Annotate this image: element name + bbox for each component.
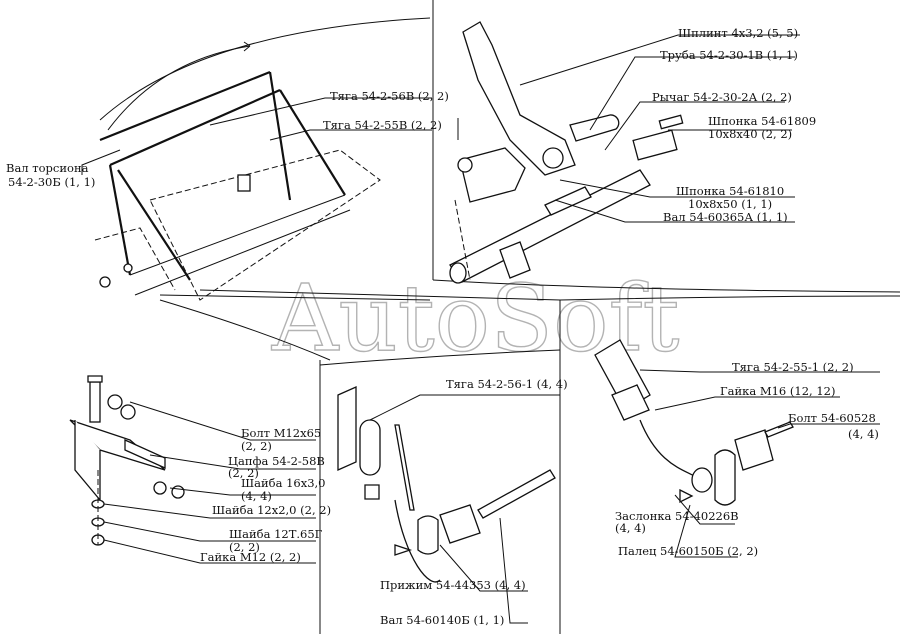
label-tyaga-56v: Тяга 54-2-56В (2, 2) — [330, 89, 449, 103]
label-val-140: Вал 54-60140Б (1, 1) — [380, 613, 504, 627]
label-tsapfa-qty: (2, 2) — [228, 466, 259, 480]
label-zaslonka-qty: (4, 4) — [615, 521, 646, 535]
label-shaiba-16-qty: (4, 4) — [241, 489, 272, 503]
label-val-365: Вал 54-60365А (1, 1) — [663, 210, 788, 224]
damper-assembly — [594, 339, 794, 506]
label-tyaga-55-1: Тяга 54-2-55-1 (2, 2) — [732, 360, 854, 374]
label-shponka-810-name: Шпонка 54-61810 — [676, 184, 784, 198]
label-truba: Труба 54-2-30-1В (1, 1) — [660, 48, 798, 62]
label-tyaga-55v: Тяга 54-2-55В (2, 2) — [323, 118, 442, 132]
label-prizhim: Прижим 54-44353 (4, 4) — [380, 578, 526, 592]
lever-shaft-assembly — [449, 21, 684, 284]
label-zaslonka-name: Заслонка 54-40226В — [615, 509, 739, 523]
label-palets: Палец 54-60150Б (2, 2) — [618, 544, 758, 558]
label-shponka-809-size: 10х8х40 (2, 2) — [708, 127, 792, 141]
bracket-assembly — [69, 375, 185, 546]
label-val-torsiona-name: Вал торсиона — [6, 161, 89, 175]
part-labels: Шплинт 4х3,2 (5, 5) Труба 54-2-30-1В (1,… — [6, 26, 879, 627]
label-gaika-16: Гайка М16 (12, 12) — [720, 384, 835, 398]
label-bolt-12-qty: (2, 2) — [241, 439, 272, 453]
torsion-frame-assembly — [94, 41, 561, 301]
label-shponka-810-size: 10х8х50 (1, 1) — [688, 197, 772, 211]
pressure-plate-assembly — [337, 385, 556, 583]
region-dividers — [99, 0, 900, 634]
label-shaiba-12t-qty: (2, 2) — [229, 540, 260, 554]
label-shaiba-12: Шайба 12х2,0 (2, 2) — [212, 503, 331, 517]
label-shaiba-12t-name: Шайба 12Т.65Г — [229, 527, 323, 541]
label-tyaga-56-1: Тяга 54-2-56-1 (4, 4) — [446, 377, 568, 391]
label-bolt-528-name: Болт 54-60528 — [788, 411, 876, 425]
leader-lines — [81, 34, 880, 624]
label-bolt-12-name: Болт М12х65 — [241, 426, 321, 440]
label-bolt-528-qty: (4, 4) — [848, 427, 879, 441]
label-shaiba-16-name: Шайба 16х3,0 — [241, 476, 326, 490]
label-val-torsiona-code: 54-2-30Б (1, 1) — [8, 175, 95, 189]
label-shplint: Шплинт 4х3,2 (5, 5) — [678, 26, 798, 40]
label-tsapfa-name: Цапфа 54-2-58В — [228, 454, 325, 468]
label-rychag: Рычаг 54-2-30-2А (2, 2) — [652, 90, 792, 104]
label-gaika-12: Гайка М12 (2, 2) — [200, 550, 301, 564]
label-shponka-809-name: Шпонка 54-61809 — [708, 114, 816, 128]
